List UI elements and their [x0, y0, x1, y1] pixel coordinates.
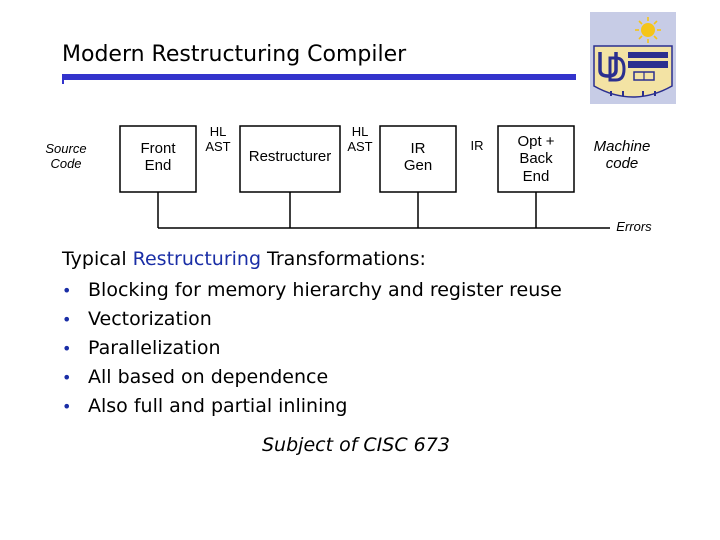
title-underline-tick [62, 74, 64, 84]
course-subject: Subject of CISC 673 [262, 434, 450, 456]
bullet-icon: • [62, 397, 72, 416]
title-underline [62, 74, 576, 80]
list-item: •Also full and partial inlining [62, 395, 348, 417]
slide-title: Modern Restructuring Compiler [62, 42, 407, 67]
bullet-icon: • [62, 281, 72, 300]
restructurer-label: Restructurer [248, 148, 332, 165]
list-item: •Parallelization [62, 337, 221, 359]
transformations-heading: Typical Restructuring Transformations: [62, 248, 426, 270]
university-logo [590, 12, 676, 104]
bullet-icon: • [62, 310, 72, 329]
bullet-icon: • [62, 339, 72, 358]
errors-label: Errors [616, 219, 652, 234]
university-of-delaware-logo-icon [590, 12, 676, 104]
list-item: •Blocking for memory hierarchy and regis… [62, 279, 562, 301]
bullet-icon: • [62, 368, 72, 387]
list-item: •All based on dependence [62, 366, 329, 388]
list-item: •Vectorization [62, 308, 212, 330]
transformations-list: •Blocking for memory hierarchy and regis… [62, 278, 562, 423]
ir-label: IR [470, 138, 484, 153]
